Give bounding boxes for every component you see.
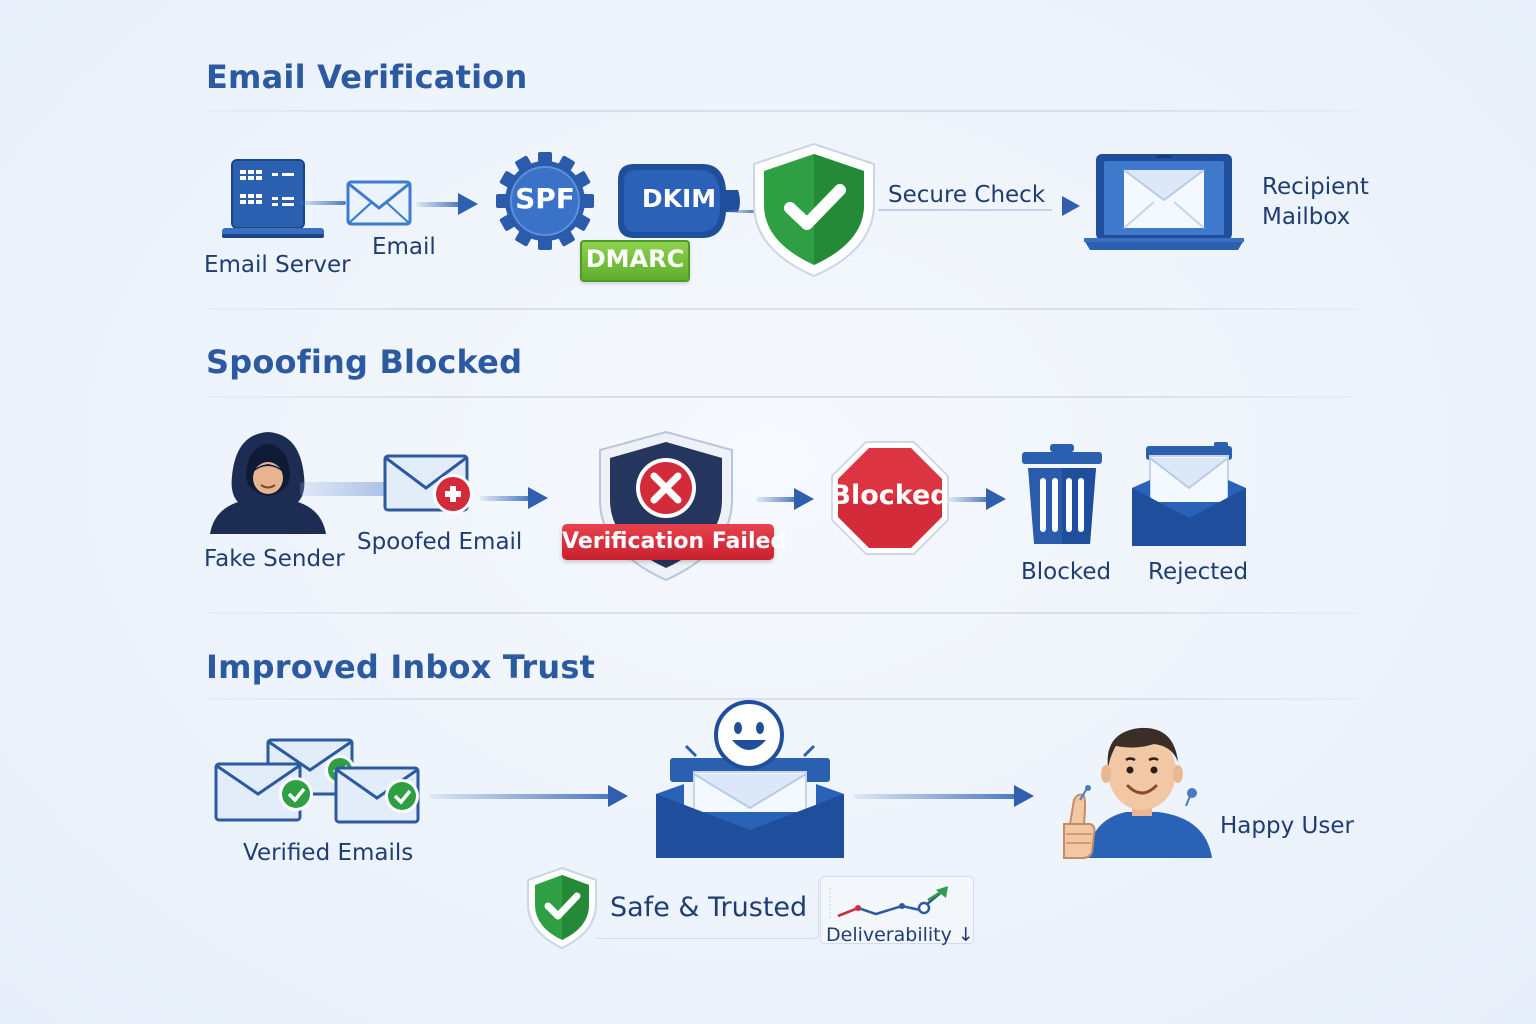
stop-sign-label: Blocked — [830, 480, 950, 511]
dmarc-label: DMARC — [585, 245, 685, 273]
connector-line — [300, 201, 346, 205]
fake-sender-label: Fake Sender — [204, 546, 345, 572]
secure-check-label: Secure Check — [888, 182, 1046, 208]
deliverability-arrow: ↓ — [957, 924, 974, 946]
connector-line — [878, 209, 1052, 211]
server-icon — [222, 158, 326, 242]
spoofed-email-label: Spoofed Email — [357, 529, 523, 555]
verified-emails-icon — [214, 738, 424, 830]
email-server-label: Email Server — [204, 252, 351, 278]
section-title-improved-inbox-trust: Improved Inbox Trust — [206, 648, 596, 686]
rejected-label: Rejected — [1148, 559, 1249, 585]
trash-icon — [1020, 442, 1104, 546]
dmarc-badge — [580, 240, 690, 282]
arrow-line — [430, 794, 610, 799]
divider — [206, 698, 1356, 700]
connector-band — [300, 482, 388, 496]
verification-failed-badge — [562, 524, 774, 560]
hacker-icon — [208, 430, 328, 534]
deliverability-panel — [820, 876, 974, 944]
recipient-label-line2: Mailbox — [1262, 204, 1351, 230]
arrow-line — [948, 497, 988, 502]
dkim-label: DKIM — [641, 184, 717, 213]
arrow-line — [854, 794, 1016, 799]
arrow-head — [1062, 196, 1080, 216]
trend-chart-icon — [828, 884, 954, 926]
blocked-label: Blocked — [1021, 559, 1112, 585]
section-title-email-verification: Email Verification — [206, 58, 528, 96]
user-thumbs-up-icon — [1056, 722, 1216, 859]
arrow-head — [458, 193, 478, 215]
smiley-icon — [714, 700, 784, 770]
deliverability-text: Deliverability — [826, 924, 952, 946]
dkim-key-icon — [614, 160, 742, 244]
shield-check-icon — [750, 142, 878, 278]
happy-user-label: Happy User — [1220, 813, 1354, 839]
arrow-line — [756, 497, 796, 502]
arrow-head — [986, 488, 1006, 510]
arrow-head — [528, 487, 548, 509]
shield-check-small-icon — [526, 866, 598, 950]
recipient-label-line1: Recipient — [1262, 174, 1369, 200]
divider — [206, 308, 1356, 310]
divider — [206, 110, 1356, 112]
divider — [206, 396, 1356, 398]
section-title-spoofing-blocked: Spoofing Blocked — [206, 343, 523, 381]
inbox-tray-icon — [1130, 442, 1248, 548]
verification-failed-label: Verification Failed — [562, 529, 787, 554]
arrow-head — [1014, 785, 1034, 807]
spoofed-envelope-icon — [383, 454, 479, 516]
deliverability-label: Deliverability ↓ — [826, 924, 974, 946]
spf-gear-icon — [496, 152, 594, 250]
arrow-head — [608, 785, 628, 807]
divider — [206, 612, 1356, 614]
safe-trusted-label: Safe & Trusted — [610, 892, 808, 923]
envelope-icon — [346, 180, 412, 226]
connector-line — [728, 210, 756, 213]
email-label: Email — [372, 234, 436, 260]
verified-emails-label: Verified Emails — [243, 840, 414, 866]
laptop-mail-icon — [1084, 152, 1244, 254]
spf-label: SPF — [515, 182, 575, 215]
arrow-line — [480, 496, 530, 501]
arrow-head — [794, 488, 814, 510]
stop-sign-icon — [830, 440, 950, 556]
inbox-smiley-icon — [654, 702, 846, 860]
arrow-line — [416, 202, 460, 207]
safe-trusted-panel — [596, 880, 819, 939]
